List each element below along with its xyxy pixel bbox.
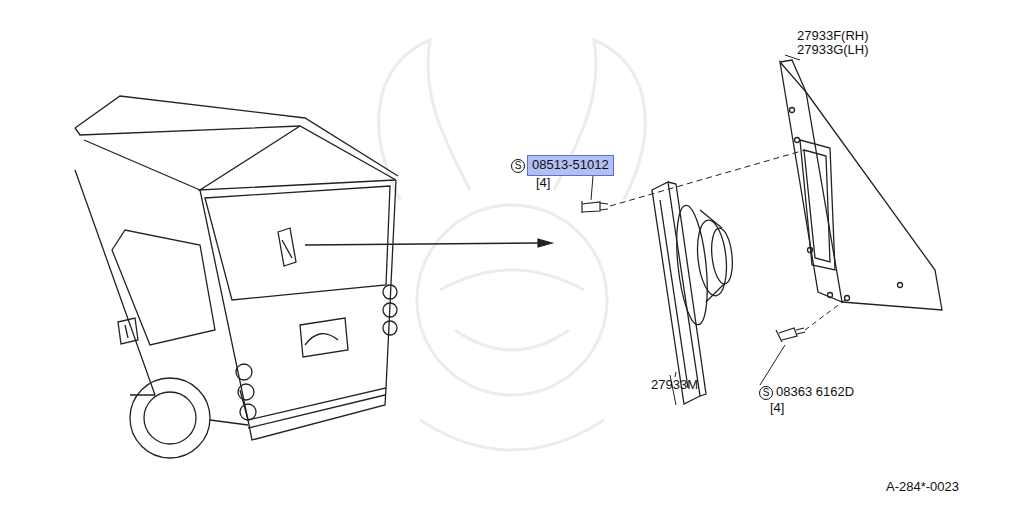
diagram-code: A-284*-0023 (886, 480, 959, 494)
speaker (652, 182, 735, 404)
part-number: 27933G(LH) (797, 43, 869, 57)
dashed-guide (805, 300, 845, 330)
standard-part-mark: S (511, 159, 525, 173)
dashed-guide (610, 150, 805, 206)
quantity: [4] (770, 401, 784, 415)
quantity: [4] (536, 176, 550, 190)
watermark-mask (379, 40, 646, 450)
highlight-box: 08513-51012 (527, 155, 614, 176)
speaker-bracket (780, 55, 942, 310)
part-number: 08513-51012 (532, 157, 609, 172)
part-number: 08363 6162D (776, 385, 854, 399)
screw (760, 328, 805, 385)
part-number: 27933M (651, 378, 698, 392)
vehicle-drawing (75, 96, 398, 458)
location-arrow (305, 239, 552, 247)
part-number: 27933F(RH) (797, 29, 869, 43)
standard-part-mark: S (759, 386, 773, 400)
screw (582, 176, 608, 213)
